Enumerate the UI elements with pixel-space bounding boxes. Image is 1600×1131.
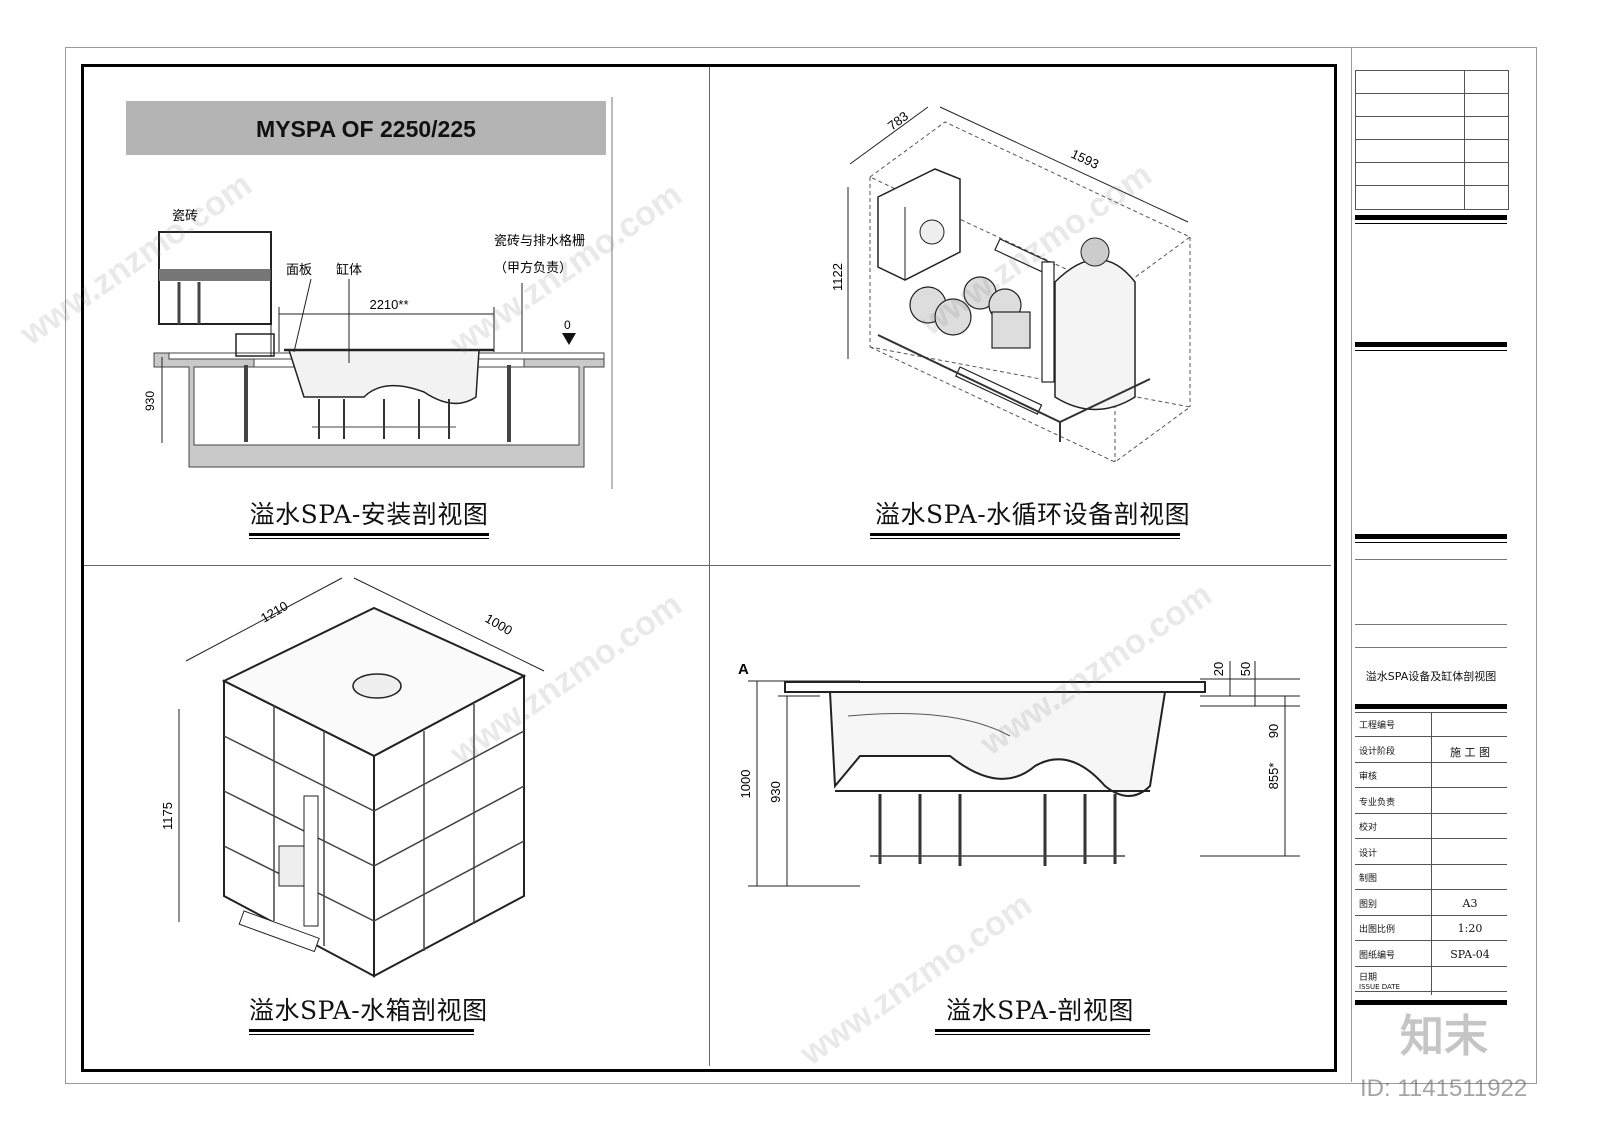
title-block-value: 施 工 图 — [1450, 745, 1490, 759]
title-block-fields: 工程编号设计阶段 施 工 图审核专业负责校对设计制图图别 A3 出图比例 1:20 图纸编… — [1355, 712, 1507, 995]
title-block-value: 1:20 — [1457, 922, 1483, 935]
caption-tank: 溢水SPA-水箱剖视图 — [249, 996, 488, 1025]
title-block-key: 工程编号 — [1359, 721, 1396, 731]
svg-text:1210: 1210 — [258, 598, 291, 625]
banner-bg — [126, 101, 606, 155]
svg-text:783: 783 — [885, 108, 911, 133]
title-block-key: 设计阶段 — [1359, 746, 1396, 757]
title-block-row: 工程编号 — [1355, 713, 1507, 737]
title-block-key: 出图比例 — [1359, 925, 1396, 935]
title-block-row: 制图 — [1355, 866, 1507, 890]
panel-divider-vertical — [709, 67, 710, 1066]
panel-divider-horizontal — [84, 565, 1331, 566]
title-block-value: SPA-04 — [1450, 947, 1490, 961]
title-block-key: 日期 — [1359, 973, 1378, 983]
section-drawing: A 1000 930 20 50 90 855* — [738, 661, 1300, 887]
title-block-row: 出图比例 1:20 — [1355, 917, 1507, 941]
title-block-key: 图纸编号 — [1359, 950, 1396, 961]
sheet-main-border — [81, 64, 1337, 1072]
svg-text:855*: 855* — [1266, 763, 1281, 790]
title-block-key: 审核 — [1359, 772, 1378, 782]
title-block-row: 设计 — [1355, 841, 1507, 865]
svg-text:1593: 1593 — [1069, 146, 1102, 172]
panel-install-section: MYSPA OF 2250/225 2210** 930 0 — [84, 67, 709, 565]
title-block-key: 制图 — [1359, 874, 1378, 884]
caption-section: 溢水SPA-剖视图 — [946, 996, 1134, 1025]
panel-section: A 1000 930 20 50 90 855* 溢水SPA- — [710, 566, 1331, 1066]
caption-underline — [249, 533, 489, 536]
svg-text:2210**: 2210** — [369, 297, 408, 312]
label-client-resp: （甲方负责） — [494, 260, 572, 276]
title-block: 溢水SPA设备及缸体剖视图 工程编号设计阶段 施 工 图审核专业负责校对设计制图图… — [1355, 64, 1513, 1064]
caption-install: 溢水SPA-安装剖视图 — [249, 500, 489, 529]
svg-text:1000: 1000 — [483, 611, 516, 638]
title-block-row: 图别 A3 — [1355, 892, 1507, 916]
svg-text:0: 0 — [564, 318, 571, 332]
title-block-row: 图纸编号 SPA-04 — [1355, 943, 1507, 967]
svg-text:90: 90 — [1266, 724, 1281, 738]
issue-date-label: ISSUE DATE — [1359, 983, 1400, 991]
equipment-drawing: 783 1593 1122 — [830, 106, 1192, 463]
titleblock-divider — [1351, 47, 1352, 1082]
drawing-title: 溢水SPA设备及缸体剖视图 — [1365, 670, 1497, 683]
panel-tank: 1210 1000 1175 溢水SPA-水箱剖视图 — [84, 566, 709, 1066]
sheet-outer-border — [65, 47, 1537, 1084]
title-block-row: 设计阶段 施 工 图 — [1355, 739, 1507, 763]
watermark-id: ID: 1141511922 — [1360, 1075, 1528, 1102]
title-block-key: 校对 — [1359, 823, 1378, 833]
title-block-row: 专业负责 — [1355, 790, 1507, 814]
install-section-drawing: MYSPA OF 2250/225 2210** 930 0 — [126, 97, 613, 489]
label-tile-grate: 瓷砖与排水格栅 — [494, 233, 585, 249]
title-block-row: 审核 — [1355, 764, 1507, 788]
title-block-value: A3 — [1462, 896, 1478, 910]
svg-text:930: 930 — [768, 781, 783, 803]
caption-equipment: 溢水SPA-水循环设备剖视图 — [875, 500, 1191, 529]
title-block-row: 校对 — [1355, 815, 1507, 839]
title-block-key: 专业负责 — [1359, 797, 1396, 808]
title-block-key: 设计 — [1359, 848, 1378, 859]
svg-text:20: 20 — [1211, 662, 1226, 676]
label-panel: 面板 — [286, 263, 312, 278]
svg-text:50: 50 — [1238, 662, 1253, 676]
svg-text:1000: 1000 — [738, 770, 753, 799]
svg-text:930: 930 — [143, 391, 157, 411]
watermark-logo: 知末 — [1400, 1011, 1488, 1062]
panel-equipment: 783 1593 1122 溢水SPA-水循环设备剖视图 — [710, 67, 1331, 565]
banner-text: MYSPA OF 2250/225 — [256, 116, 476, 142]
revision-table — [1355, 70, 1509, 210]
svg-text:1122: 1122 — [830, 263, 845, 291]
svg-text:1175: 1175 — [160, 802, 175, 830]
section-label-a: A — [738, 661, 749, 678]
label-tile: 瓷砖 — [172, 209, 198, 224]
tank-drawing: 1210 1000 1175 — [160, 577, 545, 978]
title-block-key: 图别 — [1359, 899, 1378, 910]
label-body: 缸体 — [336, 262, 362, 278]
